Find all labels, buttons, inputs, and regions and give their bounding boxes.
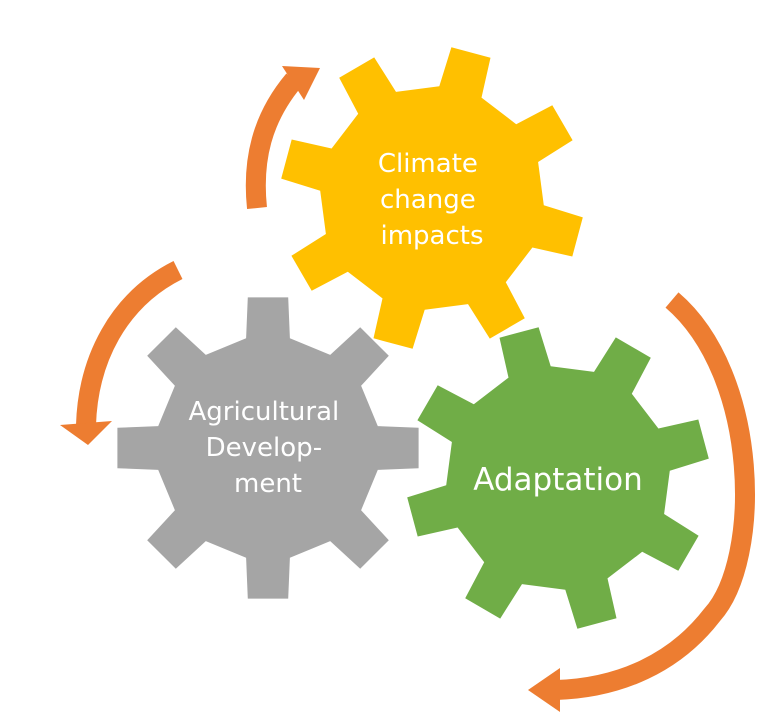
climate-gear-shape xyxy=(281,47,583,349)
climate-label-line-1: Climate xyxy=(378,149,478,179)
agricultural-development-gear xyxy=(117,297,419,599)
agricultural-gear-label: Agricultural Develop- ment xyxy=(189,397,348,499)
arrowhead-right xyxy=(528,668,560,712)
agricultural-label-line-2: Develop- xyxy=(206,433,322,463)
agricultural-gear-shape xyxy=(117,297,419,599)
climate-label-line-3: impacts xyxy=(380,221,483,251)
climate-gear-label: Climate change impacts xyxy=(378,149,486,251)
adaptation-gear xyxy=(407,327,709,629)
cycle-arrows xyxy=(60,66,755,712)
adaptation-gear-label: Adaptation xyxy=(473,462,643,498)
arrow-left-curve xyxy=(76,261,183,426)
climate-change-gear xyxy=(281,47,583,349)
agricultural-label-line-3: ment xyxy=(234,469,302,499)
arrowhead-left xyxy=(60,421,112,445)
climate-label-line-2: change xyxy=(380,185,476,215)
arrow-right-curve xyxy=(555,292,755,700)
arrow-top-left-curve xyxy=(245,73,302,210)
agricultural-label-line-1: Agricultural xyxy=(189,397,340,427)
adaptation-gear-shape xyxy=(407,327,709,629)
adaptation-label-line-1: Adaptation xyxy=(473,462,643,498)
arrowhead-top xyxy=(282,66,320,100)
